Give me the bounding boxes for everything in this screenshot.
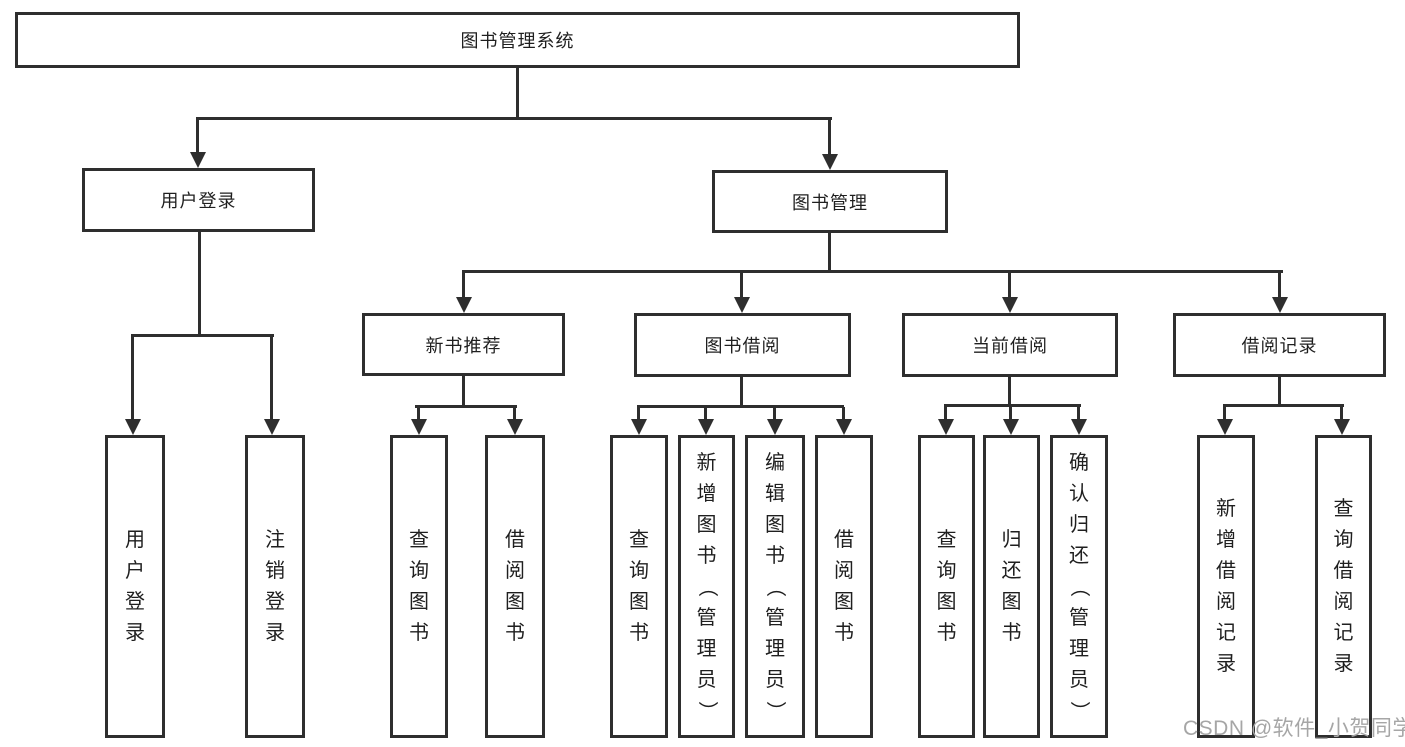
arrow-to-borrowing-edit [766,407,783,435]
leaf-borrowing-add-books-admin: 新增图书（管理员） [678,435,735,738]
arrow-to-current-confirm [1070,406,1087,435]
node-root: 图书管理系统 [15,12,1020,68]
leaf-borrowing-add-books-admin-label: 新增图书（管理员） [695,451,718,721]
leaf-borrowing-query-books: 查询图书 [610,435,668,738]
arrow-to-recommend-query [410,407,427,435]
arrow-to-current-borrowing [1001,272,1018,313]
connector-records-stem [1278,377,1281,406]
connector-current-branch [944,404,1081,407]
arrow-to-user-login [189,119,206,168]
connector-recommend-branch [415,405,517,408]
arrow-to-leaf-user-login [124,336,141,435]
node-book-borrowing-label: 图书借阅 [704,336,781,356]
leaf-borrowing-borrow-books-label: 借阅图书 [834,529,854,644]
leaf-recommend-query-books-label: 查询图书 [409,529,429,644]
arrow-to-current-return [1002,406,1019,435]
arrow-to-borrowing-records [1271,272,1288,313]
node-user-login: 用户登录 [82,168,315,232]
arrow-to-leaf-logout [263,336,280,435]
leaf-current-return-books-label: 归还图书 [1001,529,1022,644]
node-book-borrowing: 图书借阅 [634,313,851,377]
connector-user-login-branch [131,334,274,337]
leaf-recommend-borrow-books: 借阅图书 [485,435,545,738]
leaf-borrowing-edit-books-admin: 编辑图书（管理员） [745,435,805,738]
leaf-recommend-query-books: 查询图书 [390,435,448,738]
leaf-records-add-record-label: 新增借阅记录 [1216,498,1236,675]
arrow-to-borrowing-query [630,407,647,435]
connector-user-login-stem [198,232,201,336]
arrow-to-records-add [1216,406,1233,435]
arrow-to-book-management [821,119,838,170]
node-book-management: 图书管理 [712,170,948,233]
connector-recommend-stem [462,376,465,407]
leaf-current-query-books-label: 查询图书 [936,529,957,644]
leaf-recommend-borrow-books-label: 借阅图书 [505,529,525,644]
leaf-user-login: 用户登录 [105,435,165,738]
node-current-borrowing: 当前借阅 [902,313,1118,377]
node-borrowing-records: 借阅记录 [1173,313,1386,377]
connector-book-management-stem [828,233,831,272]
watermark: CSDN @软件_小贺同学 [1183,717,1405,740]
arrow-to-borrowing-add [697,407,714,435]
connector-root-branch [196,117,832,120]
node-book-management-label: 图书管理 [792,192,868,213]
arrow-to-borrowing-borrow [835,407,852,435]
leaf-user-login-label: 用户登录 [125,529,145,644]
node-borrowing-records-label: 借阅记录 [1241,336,1318,356]
leaf-logout-label: 注销登录 [265,529,285,644]
node-user-login-label: 用户登录 [160,191,237,211]
arrow-to-new-book-recommend [455,272,472,313]
leaf-current-confirm-return-admin: 确认归还（管理员） [1050,435,1108,738]
leaf-borrowing-edit-books-admin-label: 编辑图书（管理员） [764,451,786,721]
leaf-current-query-books: 查询图书 [918,435,975,738]
leaf-logout: 注销登录 [245,435,305,738]
node-root-label: 图书管理系统 [460,31,575,51]
leaf-records-query-record: 查询借阅记录 [1315,435,1372,738]
leaf-borrowing-query-books-label: 查询图书 [629,529,649,644]
arrow-to-current-query [937,406,954,435]
leaf-records-add-record: 新增借阅记录 [1197,435,1255,738]
connector-borrowing-stem [740,377,743,407]
connector-root-stem [516,68,519,120]
node-new-book-recommend-label: 新书推荐 [425,335,502,356]
node-current-borrowing-label: 当前借阅 [972,336,1048,356]
node-new-book-recommend: 新书推荐 [362,313,565,376]
arrow-to-book-borrowing [733,272,750,313]
connector-current-stem [1008,377,1011,406]
leaf-current-confirm-return-admin-label: 确认归还（管理员） [1068,451,1090,721]
connector-borrowing-branch [637,405,844,408]
connector-book-management-branch [462,270,1283,273]
arrow-to-recommend-borrow [506,407,523,435]
leaf-current-return-books: 归还图书 [983,435,1040,738]
connector-records-branch [1223,404,1344,407]
leaf-borrowing-borrow-books: 借阅图书 [815,435,873,738]
leaf-records-query-record-label: 查询借阅记录 [1333,498,1354,675]
arrow-to-records-query [1333,406,1350,435]
